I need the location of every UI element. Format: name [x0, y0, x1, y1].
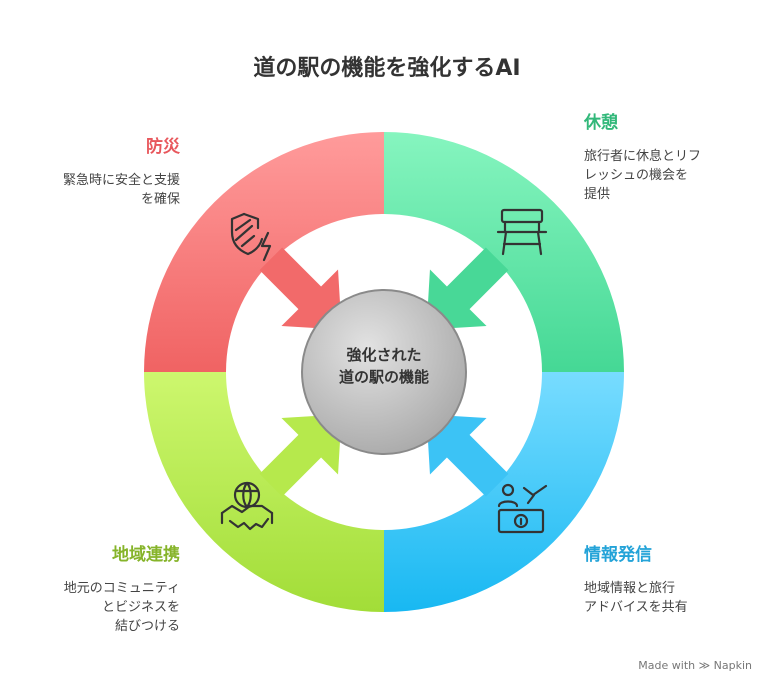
info-desk-icon — [497, 483, 548, 534]
segment-bousai — [144, 132, 384, 372]
napkin-logo-icon: ≫ — [698, 659, 711, 672]
center-circle — [301, 289, 467, 455]
label-jouhou-desc: 地域情報と旅行 アドバイスを共有 — [584, 581, 688, 615]
handshake-globe-icon — [220, 481, 274, 531]
arrow-chiiki — [259, 414, 342, 497]
center-line1: 強化された — [346, 346, 422, 364]
center-label: 強化された 道の駅の機能 — [304, 344, 464, 388]
label-chiiki: 地域連携 地元のコミュニティ とビジネスを 結びつける — [64, 540, 180, 636]
footer-brand: Napkin — [713, 659, 752, 672]
label-kyuukei: 休憩 旅行者に休息とリフ レッシュの機会を 提供 — [584, 108, 701, 204]
arrow-kyuukei — [426, 247, 509, 330]
label-chiiki-desc: 地元のコミュニティ とビジネスを 結びつける — [63, 581, 180, 634]
label-jouhou-title: 情報発信 — [584, 545, 652, 565]
arrow-jouhou — [426, 414, 509, 497]
footer-made-with: Made with — [638, 659, 696, 672]
label-kyuukei-title: 休憩 — [584, 113, 618, 133]
page-title: 道の駅の機能を強化するAI — [253, 56, 521, 81]
shield-bolt-icon — [230, 212, 272, 262]
label-chiiki-title: 地域連携 — [112, 545, 180, 565]
label-bousai-title: 防災 — [146, 137, 180, 157]
label-bousai-desc: 緊急時に安全と支援 を確保 — [62, 173, 180, 207]
center-line2: 道の駅の機能 — [338, 368, 429, 386]
label-kyuukei-desc: 旅行者に休息とリフ レッシュの機会を 提供 — [584, 149, 702, 202]
segment-chiiki — [144, 372, 384, 612]
label-bousai: 防災 緊急時に安全と支援 を確保 — [63, 132, 180, 209]
bench-icon — [496, 208, 548, 256]
label-jouhou: 情報発信 地域情報と旅行 アドバイスを共有 — [584, 540, 688, 617]
arrow-bousai — [259, 247, 342, 330]
footer-attribution: Made with ≫ Napkin — [638, 659, 752, 672]
